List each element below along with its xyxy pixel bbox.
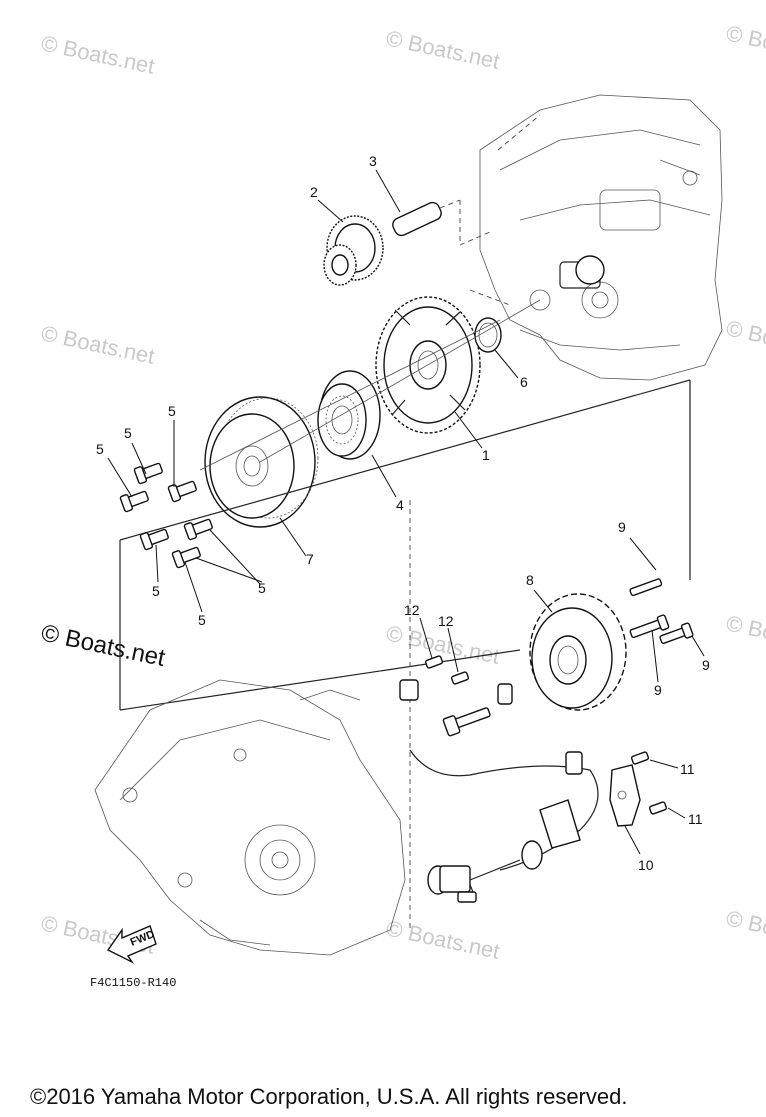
assembly-lines [119, 299, 691, 930]
engine-block-outline [469, 94, 723, 381]
watermark: © Boats.net [384, 915, 502, 963]
callout-12: 12 [404, 602, 420, 618]
crankcase-cover-outline [94, 679, 406, 956]
watermark: © Boats.net [724, 905, 766, 953]
callout-5: 5 [124, 425, 132, 441]
callout-5: 5 [168, 403, 176, 419]
part-7-rotor [204, 396, 319, 528]
leader-lines [107, 169, 705, 855]
callouts: 3 2 1 6 4 7 5 5 5 5 5 5 9 8 9 9 12 12 11… [96, 153, 710, 873]
callout-12: 12 [438, 613, 454, 629]
callout-9: 9 [618, 519, 626, 535]
callout-3: 3 [369, 153, 377, 169]
fwd-arrow-icon: FWD [106, 925, 157, 964]
callout-5: 5 [258, 580, 266, 596]
callout-2: 2 [310, 184, 318, 200]
watermark: © Boats.net [39, 320, 157, 368]
part-3-shaft [392, 199, 491, 246]
callout-9: 9 [654, 682, 662, 698]
callout-5: 5 [96, 441, 104, 457]
watermark: © Boats.net [724, 315, 766, 363]
callout-4: 4 [396, 497, 404, 513]
callout-10: 10 [638, 857, 654, 873]
part-8-stator [529, 593, 627, 711]
watermark-prominent: © Boats.net [39, 619, 168, 672]
watermark: © Boats.net [724, 610, 766, 658]
part-11-screws [630, 751, 668, 815]
part-9-screws [629, 578, 694, 645]
callout-7: 7 [306, 551, 314, 567]
callout-11: 11 [688, 811, 703, 827]
part-10-pickup-coil [409, 749, 641, 903]
callout-5: 5 [198, 612, 206, 628]
callout-9: 9 [702, 657, 710, 673]
callout-8: 8 [526, 572, 534, 588]
callout-6: 6 [520, 374, 528, 390]
part-5-bolts [119, 462, 213, 569]
part-2-idler-gear [323, 215, 384, 286]
watermark: © Boats.net [384, 25, 502, 73]
part-4-clutch [317, 370, 381, 460]
part-12-screws [399, 655, 513, 737]
callout-1: 1 [482, 447, 490, 463]
callout-5: 5 [152, 583, 160, 599]
copyright-notice: ©2016 Yamaha Motor Corporation, U.S.A. A… [30, 1084, 628, 1109]
watermark: © Boats.net [724, 20, 766, 68]
watermark-group: © Boats.net © Boats.net © Boats.net © Bo… [39, 20, 766, 963]
callout-11: 11 [680, 761, 695, 777]
drawing-code: F4C1150-R140 [90, 976, 176, 990]
watermark: © Boats.net [39, 30, 157, 78]
